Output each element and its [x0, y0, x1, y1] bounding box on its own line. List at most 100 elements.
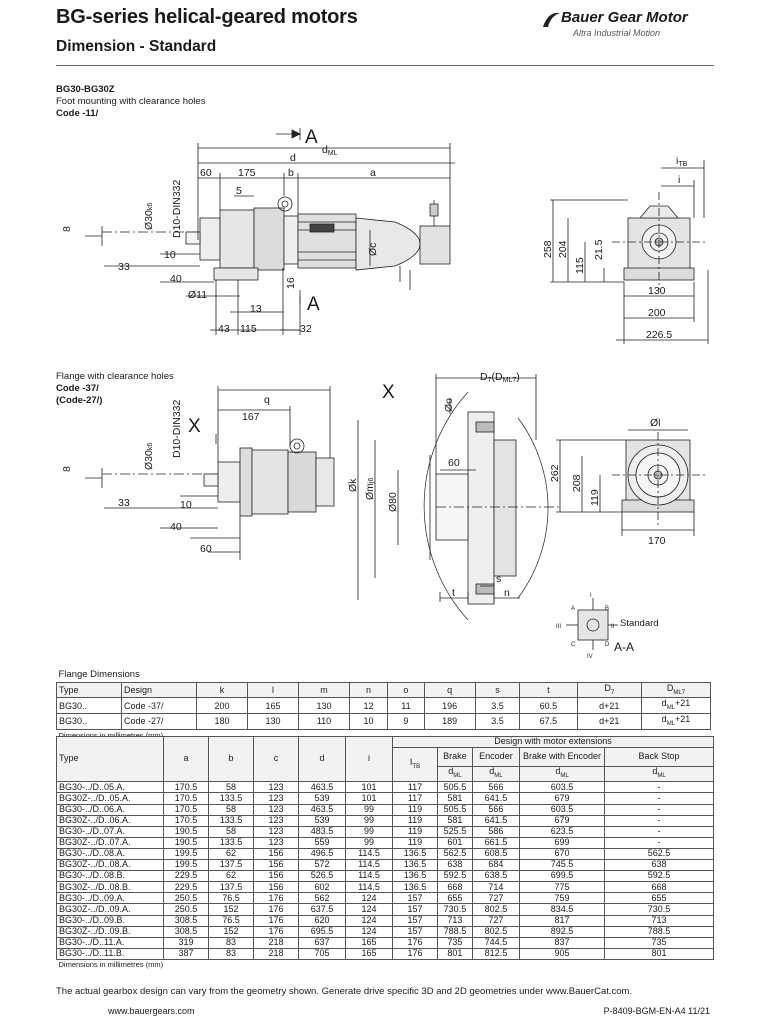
table-cell: 566: [471, 781, 521, 794]
flange-front-view: [556, 429, 706, 536]
dim-262-label: 262: [549, 464, 561, 482]
dim-din-flange-label: D10-DIN332: [171, 399, 183, 458]
table-cell: 505.5: [437, 803, 473, 816]
table-cell: 788.5: [437, 925, 473, 938]
footer-website: www.bauergears.com: [108, 1006, 195, 1016]
table-cell: 608.5: [471, 847, 521, 861]
flange-col-type: Type: [56, 681, 122, 699]
table-cell: 119: [392, 814, 438, 827]
table-cell: 114.5: [345, 881, 393, 894]
main-table-header-row-3: dML dML dML dML: [57, 766, 714, 783]
table-cell: 229.5: [163, 870, 209, 883]
table-cell: 170.5: [163, 781, 209, 794]
table-cell: -: [604, 803, 714, 816]
table-cell: 133.5: [208, 836, 254, 849]
table-cell: 463.5: [298, 781, 346, 794]
main-table-header-row-1: Type a b c d i Design with motor extensi…: [56, 735, 714, 783]
table-cell: 133.5: [208, 814, 254, 827]
table-cell: 176: [253, 892, 299, 905]
table-cell: 156: [253, 881, 299, 894]
section-aa-label: A-A: [614, 640, 634, 654]
table-cell: 165: [345, 947, 393, 960]
table-cell: 834.5: [519, 903, 605, 916]
table-cell: 727: [471, 914, 521, 927]
table-cell: 114.5: [345, 870, 393, 883]
table-cell: 775: [519, 881, 605, 894]
table-cell: 250.5: [163, 892, 209, 905]
table-cell: 905: [519, 947, 605, 960]
table-cell: 157: [392, 914, 438, 927]
table-cell: 157: [392, 903, 438, 916]
dim-8-flange-label: 8: [61, 466, 73, 472]
table-cell: 124: [345, 914, 393, 927]
table-cell: -: [604, 814, 714, 827]
dim-10-label: 10: [164, 249, 176, 261]
table-cell-type: BG30-../D..11.B.: [56, 947, 164, 960]
table-cell-type: BG30-../D..11.A.: [56, 936, 164, 949]
table-cell: 119: [392, 825, 438, 838]
table-cell: 124: [345, 892, 393, 905]
table-cell-type: BG30-../D..08.A.: [56, 847, 164, 861]
table-cell: 190.5: [163, 825, 209, 838]
flange-detail-view: [357, 374, 560, 621]
dim-40-label: 40: [170, 273, 182, 285]
table-cell: 562.5: [437, 847, 473, 861]
table-cell: 176: [253, 914, 299, 927]
table-cell: 620: [298, 914, 346, 927]
table-cell: 744.5: [471, 936, 521, 949]
table-cell-type: BG30Z-../D..06.A.: [56, 814, 164, 827]
dim-115-vertical-label: 115: [574, 257, 586, 274]
dim-s-label: s: [496, 573, 501, 585]
main-table-header-row-2: ITB Brake Encoder Brake with Encoder Bac…: [57, 747, 714, 783]
table-cell: 637: [298, 936, 346, 949]
header-divider: [56, 65, 714, 66]
table-cell: 586: [471, 825, 521, 838]
dim-m-label: Ømj6: [364, 478, 376, 500]
dim-60-detail-label: 60: [448, 457, 460, 469]
table-cell: 250.5: [163, 903, 209, 916]
mounting-position-diagram: [566, 598, 618, 650]
table-cell: 730.5: [604, 903, 714, 916]
table-cell: 661.5: [471, 836, 521, 849]
table-cell: 539: [298, 792, 346, 805]
dim-shaft-label: Ø30k6: [143, 203, 155, 230]
table-cell: 117: [392, 781, 438, 794]
position-B-label: B: [605, 606, 609, 612]
foot-mount-front-view: [550, 160, 709, 344]
table-cell: 463.5: [298, 803, 346, 816]
table-cell: 76.5: [208, 914, 254, 927]
table-cell: 714: [471, 881, 521, 894]
dim-8-label: 8: [61, 226, 73, 232]
col-i: i: [345, 735, 393, 783]
table-cell-type: BG30Z-../D..05.A.: [56, 792, 164, 805]
table-cell: 483.5: [298, 825, 346, 838]
dim-dml-label: dML: [322, 144, 338, 157]
flange-col-s: s: [474, 681, 521, 699]
table-cell: 114.5: [345, 847, 393, 861]
dim-k-label: Øk: [347, 478, 359, 492]
table-cell: -: [604, 836, 714, 849]
table-cell: 496.5: [298, 847, 346, 861]
detail-marker-x: X: [188, 416, 201, 437]
table-cell: 641.5: [471, 792, 521, 805]
table-cell: 387: [163, 947, 209, 960]
position-II-label: II: [611, 624, 615, 630]
dim-40-flange-label: 40: [170, 521, 182, 533]
table-cell: 802.5: [471, 903, 521, 916]
table-cell: 308.5: [163, 925, 209, 938]
table-cell: 638.5: [471, 870, 521, 883]
table-cell: 123: [253, 792, 299, 805]
flange-table-caption: Flange Dimensions: [56, 669, 711, 683]
dim-208-label: 208: [571, 474, 583, 492]
table-cell: 572: [298, 859, 346, 872]
col-brake-encoder: Brake with Encoder: [519, 747, 605, 768]
flange-table-header: Type Design k l m n o q s t D7 DML7: [56, 681, 711, 699]
table-cell: 152: [208, 903, 254, 916]
table-cell: 812.5: [471, 947, 521, 960]
dim-258-label: 258: [542, 240, 554, 258]
dim-itb-label: iTB: [676, 155, 688, 168]
